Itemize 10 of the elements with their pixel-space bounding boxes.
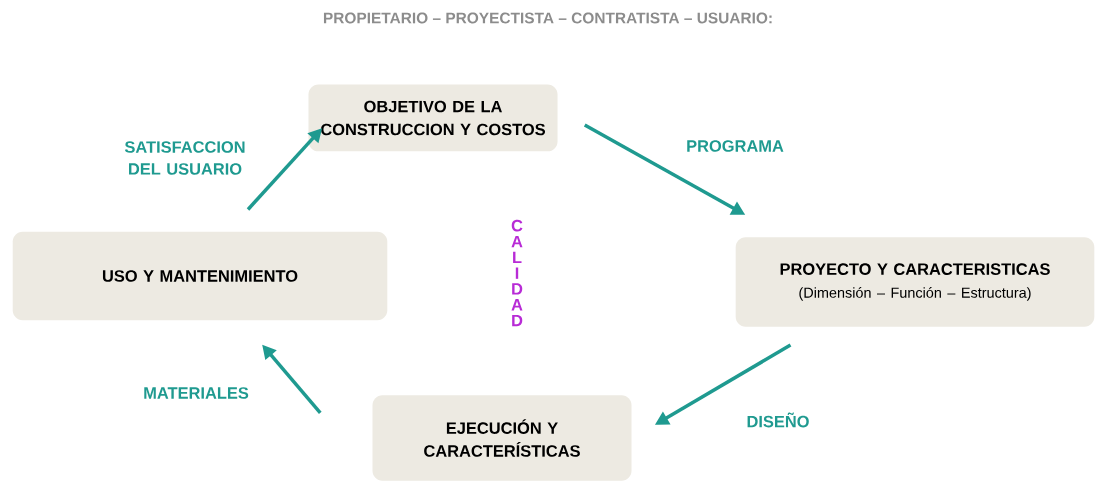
edge-label: SATISFACCION DEL USUARIO: [124, 141, 245, 175]
edge-label: PROGRAMA: [687, 140, 784, 152]
edge-label: MATERIALES: [144, 387, 249, 399]
title: PROPIETARIO – PROYECTISTA – CONTRATISTA – USUARIO:: [323, 12, 772, 24]
process-box: USO Y MANTENIMIENTO: [12, 231, 388, 321]
process-box: OBJETIVO DE LA CONSTRUCCION Y COSTOS: [308, 84, 558, 152]
process-box: PROYECTO Y CARACTERISTICAS (Dimensión – Función – Estructura): [735, 237, 1095, 327]
vertical-text: CALIDAD: [511, 219, 523, 327]
edge-label: DISEÑO: [747, 412, 809, 428]
process-box: EJECUCIÓN Y CARACTERÍSTICAS: [372, 395, 632, 481]
